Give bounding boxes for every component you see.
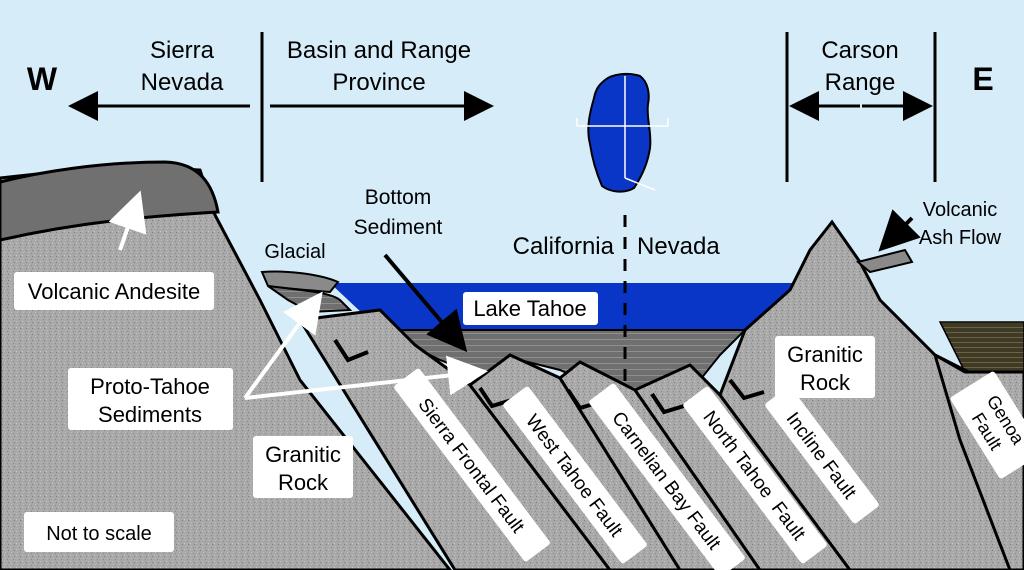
not-to-scale-label: Not to scale xyxy=(46,523,152,545)
lake-tahoe-map-icon xyxy=(576,72,669,193)
granitic-west-label-line2: Rock xyxy=(278,470,329,495)
carson-range-label-line2: Range xyxy=(825,69,896,96)
proto-tahoe-label-line2: Sediments xyxy=(98,402,202,427)
glacial-label: Glacial xyxy=(264,241,325,263)
granitic-west-label-box xyxy=(253,436,353,498)
basin-range-label-line1: Basin and Range xyxy=(287,37,471,64)
bottom-sediment-label-line2: Sediment xyxy=(354,216,443,239)
north-tahoe-fault-box xyxy=(683,386,827,564)
carson-range-label-line1: Carson xyxy=(821,37,898,64)
california-label: California xyxy=(513,233,615,260)
fault-motion-4 xyxy=(650,392,685,415)
carnelian-fault-box xyxy=(589,383,745,570)
volcanic-ash-flow-label-line2: Ash Flow xyxy=(919,227,1002,249)
granitic-west-label-line1: Granitic xyxy=(265,442,341,467)
sierra-nevada-label-line2: Nevada xyxy=(141,69,224,96)
west-direction-label: W xyxy=(27,61,58,97)
scale-label-box xyxy=(24,512,174,552)
basin-range-label-line2: Province xyxy=(332,69,425,96)
genoa-fault-box xyxy=(950,371,1024,479)
east-basin-sediment xyxy=(938,321,1024,373)
incline-fault-box xyxy=(765,386,879,524)
lake-tahoe-label: Lake Tahoe xyxy=(473,296,586,321)
bottom-sediment-pointer xyxy=(383,253,468,353)
sierra-nevada-label-line1: Sierra xyxy=(150,37,215,64)
proto-tahoe-label-box xyxy=(68,368,233,430)
proto-tahoe-pointer-2 xyxy=(244,355,488,400)
andesite-label-box xyxy=(14,272,214,310)
bottom-sediment-label-line1: Bottom xyxy=(365,186,432,209)
volcanic-ash-flow-label-line1: Volcanic xyxy=(923,199,998,221)
granitic-east-label-line2: Rock xyxy=(800,370,851,395)
sierra-fault-box xyxy=(394,368,550,562)
fault-motion-5 xyxy=(728,378,765,401)
ash-flow-pointer xyxy=(878,209,921,252)
andesite-pointer-arrow xyxy=(108,190,147,251)
west-tahoe-fault-box xyxy=(503,386,647,564)
nevada-label: Nevada xyxy=(637,233,720,260)
volcanic-ash-flow-layer xyxy=(855,248,914,274)
proto-tahoe-pointer-1 xyxy=(243,291,323,400)
fault-motion-symbols xyxy=(333,338,765,415)
fault-motion-1 xyxy=(333,338,369,363)
east-direction-label: E xyxy=(972,61,993,97)
volcanic-andesite-label: Volcanic Andesite xyxy=(28,279,200,304)
granitic-east-label-box xyxy=(775,336,875,398)
granitic-east-label-line1: Granitic xyxy=(787,342,863,367)
fault-motion-2 xyxy=(478,386,513,409)
proto-tahoe-label-line1: Proto-Tahoe xyxy=(90,374,210,399)
lake-label-box xyxy=(463,292,598,325)
